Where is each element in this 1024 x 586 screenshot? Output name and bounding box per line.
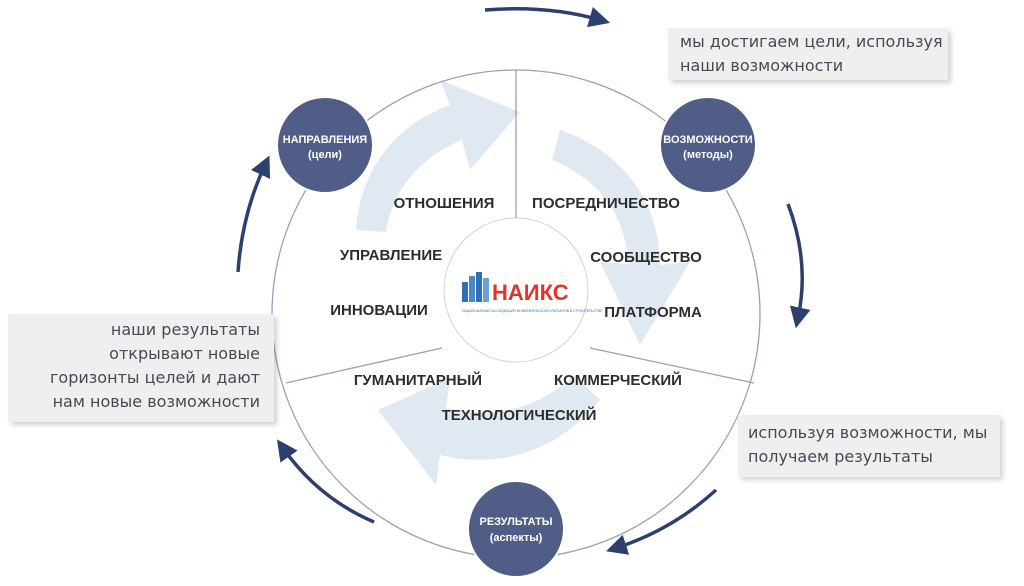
node-results: РЕЗУЛЬТАТЫ (аспекты) (467, 480, 565, 578)
label-innovations: ИННОВАЦИИ (330, 302, 428, 319)
note-left-line: наши результаты (110, 320, 260, 339)
label-community: СООБЩЕСТВО (590, 249, 702, 266)
cycle-arrow-left (236, 155, 271, 273)
node-capabilities-subtitle: (методы) (683, 149, 733, 161)
node-directions-subtitle: (цели) (308, 149, 342, 161)
note-top-right-line: наши возможности (680, 56, 844, 75)
logo-mark (462, 272, 489, 302)
note-left: наши результаты открывают новые горизонт… (8, 314, 274, 422)
cycle-arrow-bottom-right (606, 488, 718, 555)
note-left-line: открывают новые (109, 344, 260, 363)
note-top-right-line: мы достигаем цели, используя (680, 32, 943, 51)
node-capabilities-title: ВОЗМОЖНОСТИ (663, 134, 753, 146)
label-commercial: КОММЕРЧЕСКИЙ (554, 371, 682, 389)
label-humanitarian: ГУМАНИТАРНЫЙ (354, 371, 482, 389)
label-technological: ТЕХНОЛОГИЧЕСКИЙ (442, 406, 597, 424)
cycle-arrow-right (786, 203, 811, 329)
label-mediation: ПОСРЕДНИЧЕСТВО (532, 195, 680, 212)
center-circle (443, 217, 589, 363)
sector-dividers (285, 70, 755, 384)
logo-tagline: НАЦИОНАЛЬНАЯ АССОЦИАЦИЯ ИНЖЕНЕРОВ-КОНСУЛ… (462, 309, 603, 313)
cycle-arrow-top (484, 7, 611, 28)
note-bottom-right-line: получаем результаты (748, 447, 933, 466)
note-bottom-right: используя возможности, мы получаем резул… (738, 415, 1000, 477)
label-management: УПРАВЛЕНИЕ (340, 247, 442, 264)
label-platform: ПЛАТФОРМА (604, 304, 702, 321)
node-results-subtitle: (аспекты) (490, 532, 543, 544)
cycle-arrow-bottom-left (276, 439, 375, 524)
node-directions-title: НАПРАВЛЕНИЯ (283, 134, 368, 146)
note-left-line: горизонты целей и дают (50, 368, 260, 387)
note-bottom-right-line: используя возможности, мы (748, 423, 988, 442)
swirl-background (356, 80, 690, 485)
node-capabilities: ВОЗМОЖНОСТИ (методы) (659, 96, 757, 194)
node-results-title: РЕЗУЛЬТАТЫ (480, 516, 553, 528)
label-relations: ОТНОШЕНИЯ (394, 195, 495, 212)
note-left-line: нам новые возможности (52, 392, 260, 411)
logo-text: НАИКС (492, 280, 569, 305)
node-directions: НАПРАВЛЕНИЯ (цели) (276, 96, 374, 194)
note-top-right: мы достигаем цели, используя наши возмож… (668, 28, 948, 80)
